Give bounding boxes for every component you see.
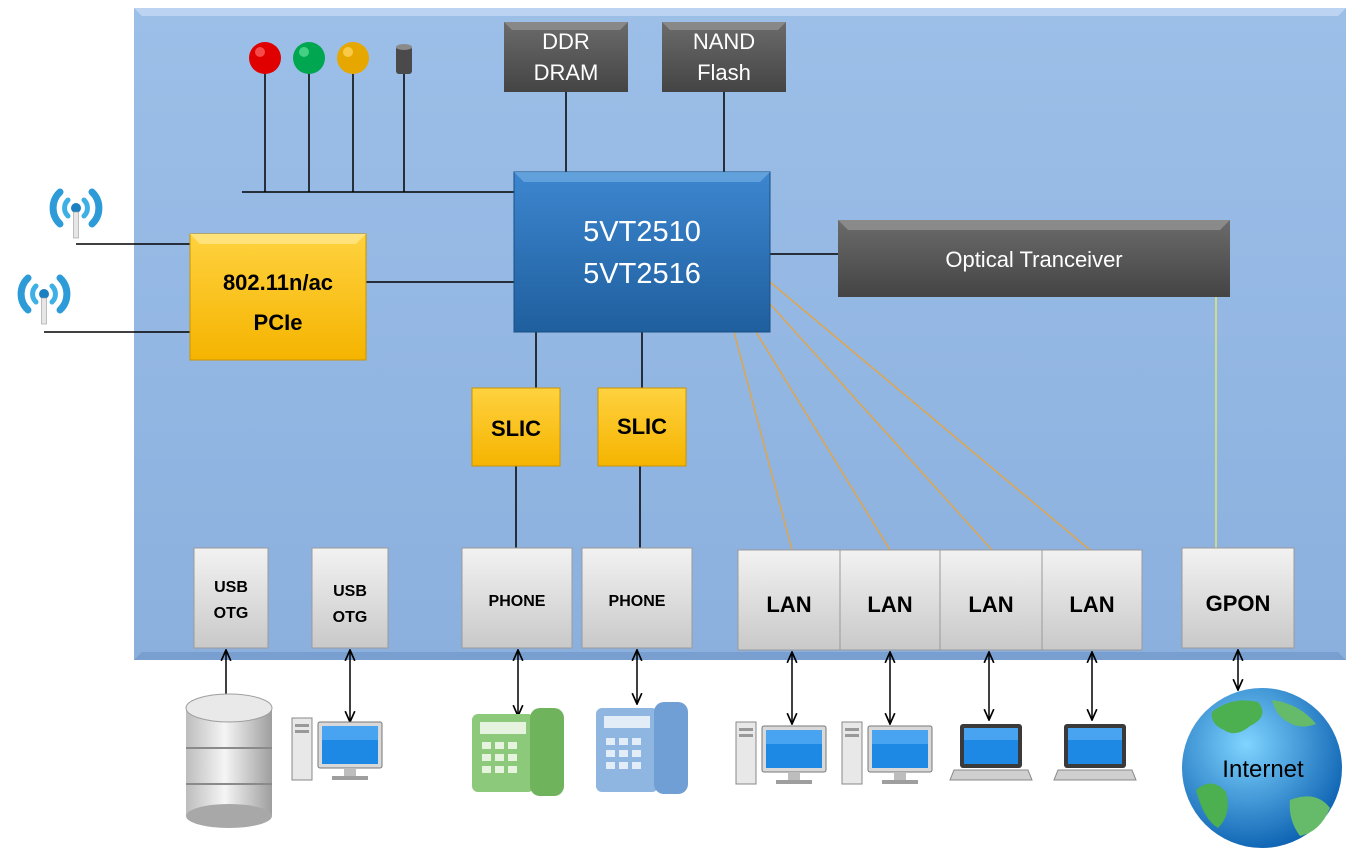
lan-port: LAN bbox=[737, 549, 841, 651]
gpon-label: GPON bbox=[1206, 591, 1271, 616]
phone-port: PHONE bbox=[581, 547, 693, 649]
phone-port: PHONE bbox=[461, 547, 573, 649]
usb-otg-port: USB OTG bbox=[311, 547, 389, 649]
usb-otg-port: USB OTG bbox=[193, 547, 269, 649]
globe-icon: Internet bbox=[1182, 688, 1342, 848]
desktop-pc-icon bbox=[291, 717, 383, 781]
desktop-pc-icon bbox=[735, 721, 827, 785]
lan-label: LAN bbox=[968, 592, 1013, 617]
lan-label: LAN bbox=[867, 592, 912, 617]
wifi-antenna-icon bbox=[21, 278, 67, 324]
nand-flash-chip: NAND Flash bbox=[662, 22, 786, 92]
wifi-label-2: PCIe bbox=[254, 310, 303, 335]
ddr-label-2: DRAM bbox=[534, 60, 599, 85]
slic-chip: SLIC bbox=[471, 387, 561, 467]
usb-label-2: OTG bbox=[214, 605, 249, 622]
lan-label: LAN bbox=[1069, 592, 1114, 617]
lan-label: LAN bbox=[766, 592, 811, 617]
lan-port: LAN bbox=[939, 549, 1043, 651]
led-red-icon bbox=[249, 42, 281, 74]
wifi-label-1: 802.11n/ac bbox=[223, 270, 333, 295]
wifi-module: 802.11n/ac PCIe bbox=[189, 233, 367, 361]
phone-blue-icon bbox=[596, 702, 688, 794]
slic-chip: SLIC bbox=[597, 387, 687, 467]
usb-label-1: USB bbox=[333, 583, 367, 600]
lan-lines bbox=[733, 281, 1091, 551]
desktop-pc-icon bbox=[841, 721, 933, 785]
soc-label-2: 5VT2516 bbox=[583, 258, 701, 290]
soc-label-1: 5VT2510 bbox=[583, 216, 701, 248]
nand-label-2: Flash bbox=[697, 60, 751, 85]
usb-label-2: OTG bbox=[333, 609, 368, 626]
usb-label-1: USB bbox=[214, 579, 248, 596]
ddr-label-1: DDR bbox=[542, 29, 590, 54]
slic-label: SLIC bbox=[617, 414, 667, 439]
ddr-dram-chip: DDR DRAM bbox=[504, 22, 628, 92]
button-icon bbox=[396, 44, 412, 74]
link-arrows bbox=[226, 650, 1238, 724]
gpon-port: GPON bbox=[1181, 547, 1295, 649]
laptop-icon bbox=[1053, 723, 1137, 781]
nand-label-1: NAND bbox=[693, 29, 755, 54]
internet-label: Internet bbox=[1222, 756, 1304, 783]
soc-chip: 5VT2510 5VT2516 bbox=[513, 171, 771, 333]
led-green-icon bbox=[293, 42, 325, 74]
wifi-antenna-icon bbox=[53, 192, 99, 238]
optical-transceiver: Optical Tranceiver bbox=[838, 220, 1230, 297]
laptop-icon bbox=[949, 723, 1033, 781]
phone-green-icon bbox=[472, 708, 564, 796]
led-yellow-icon bbox=[337, 42, 369, 74]
phone-label: PHONE bbox=[609, 593, 666, 610]
lan-port: LAN bbox=[1041, 549, 1143, 651]
storage-icon bbox=[185, 693, 273, 828]
connection-lines bbox=[44, 72, 838, 548]
lan-port: LAN bbox=[839, 549, 941, 651]
slic-label: SLIC bbox=[491, 416, 541, 441]
phone-label: PHONE bbox=[489, 593, 546, 610]
optical-label: Optical Tranceiver bbox=[945, 247, 1122, 272]
